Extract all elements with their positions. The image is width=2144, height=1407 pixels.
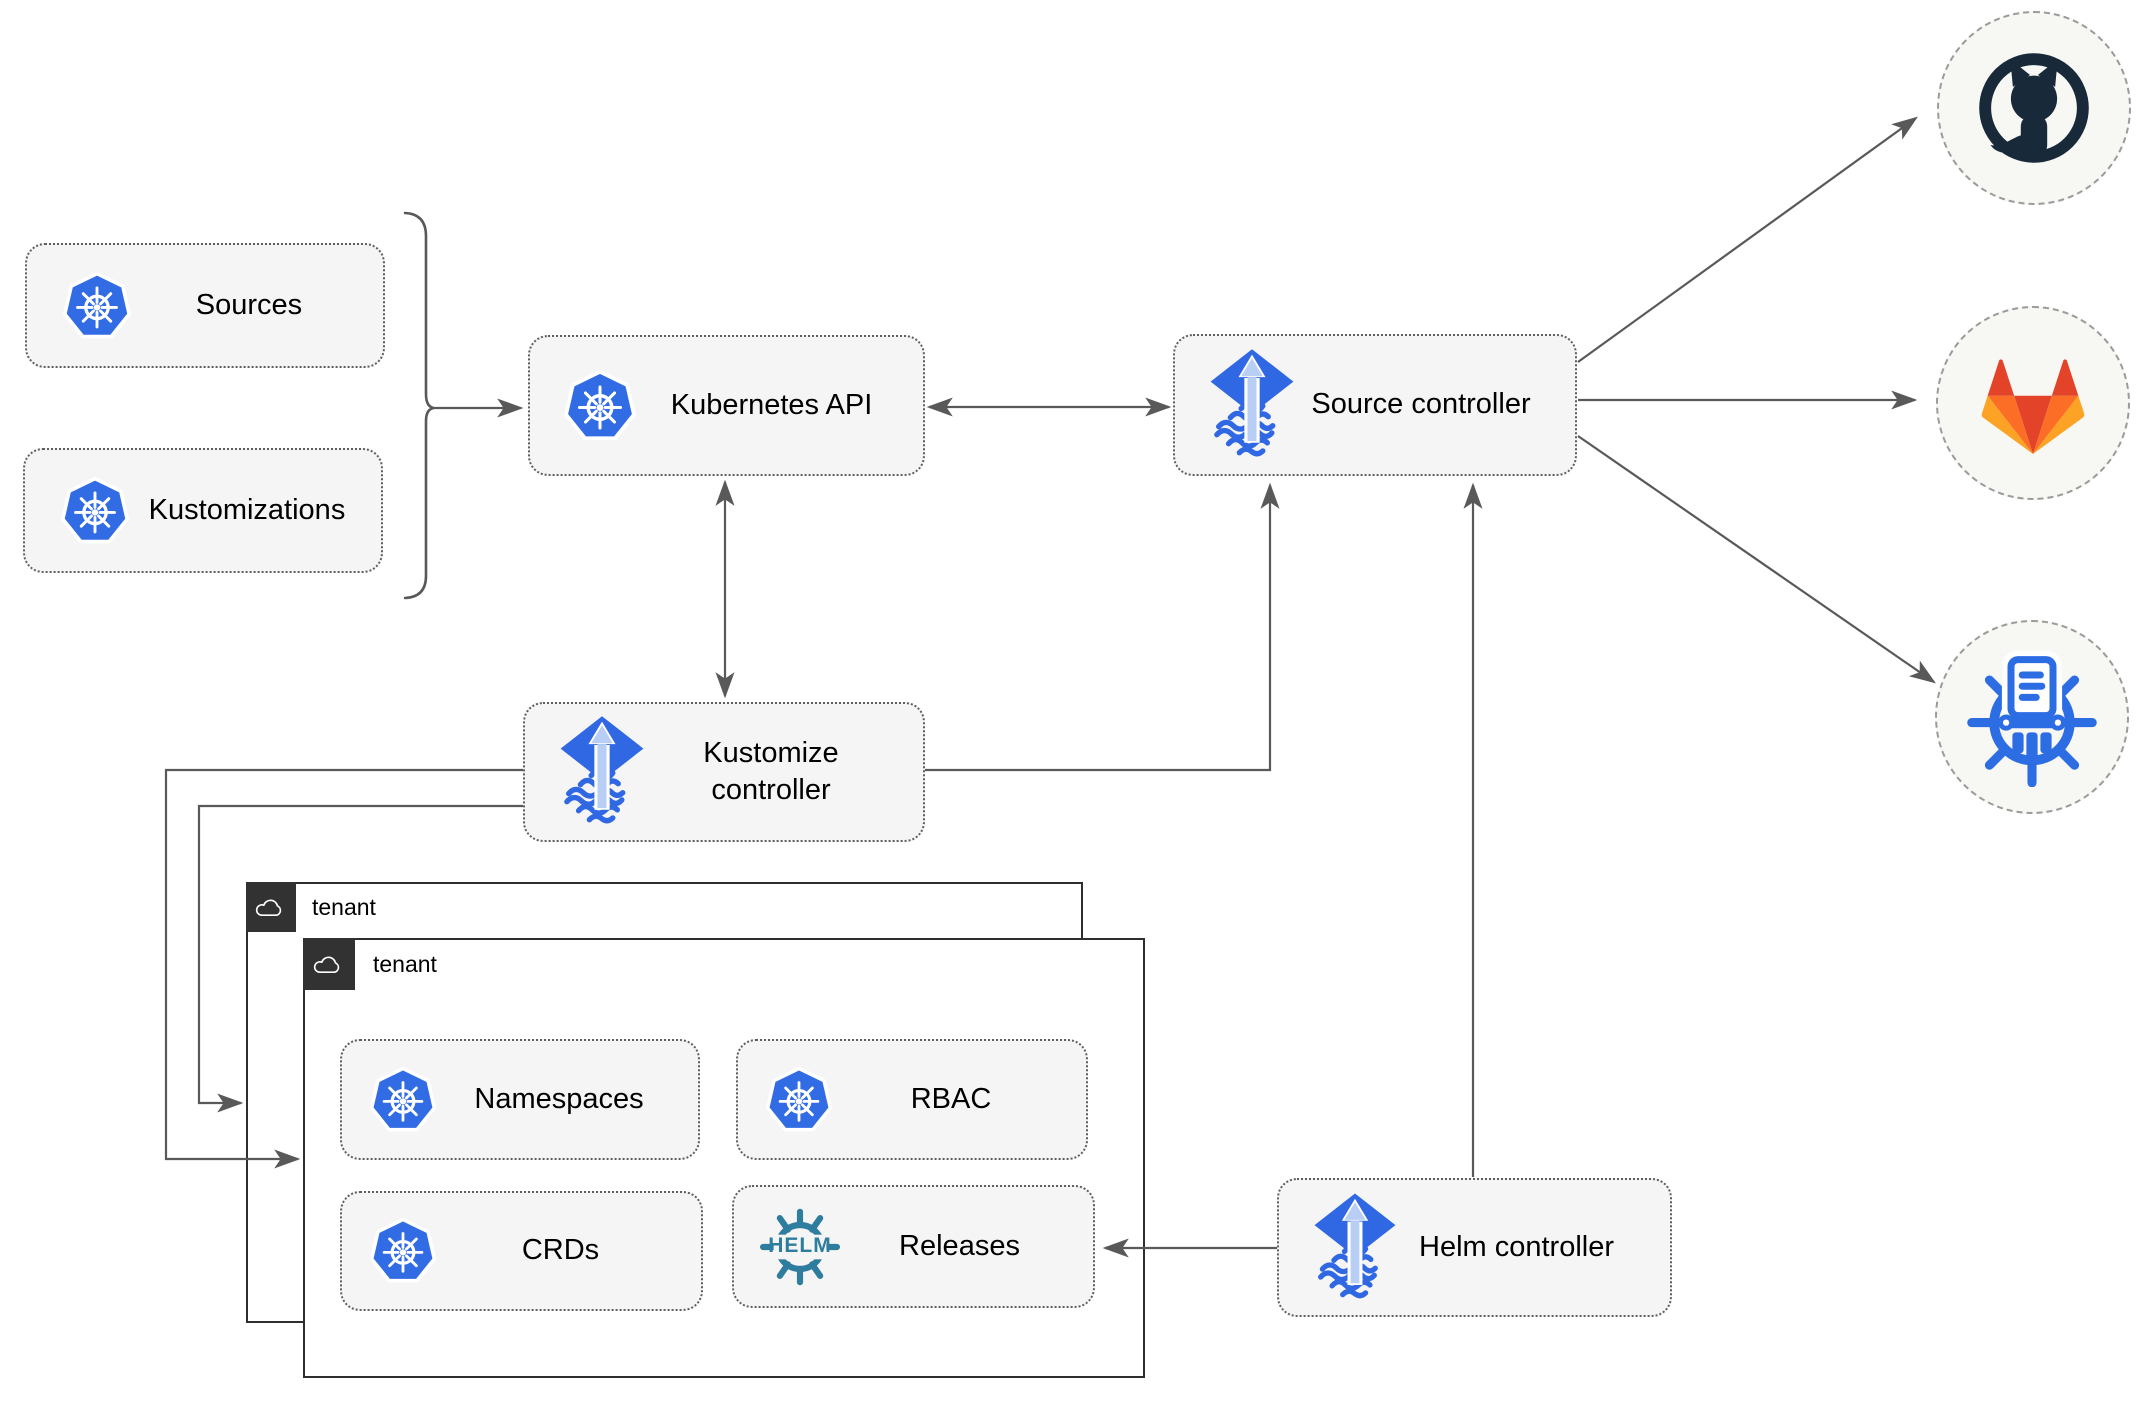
endpoint-github bbox=[1937, 11, 2131, 205]
gitlab-icon bbox=[1978, 348, 2088, 458]
edge-kustomize-controller-to-source-controller bbox=[925, 482, 1280, 772]
kubernetes-icon bbox=[368, 1215, 438, 1287]
node-label: Kubernetes API bbox=[670, 388, 873, 421]
edge-source-controller-to-github bbox=[1577, 116, 1918, 363]
node-kustomize-controller: Kustomize controller bbox=[523, 702, 925, 842]
kubernetes-icon bbox=[368, 1064, 438, 1136]
cloud-icon bbox=[253, 895, 289, 919]
tenant-back-label: tenant bbox=[312, 893, 376, 920]
node-label: Releases bbox=[899, 1229, 1020, 1262]
node-label: Kustomize controller bbox=[703, 736, 839, 806]
node-releases: HELM Releases bbox=[732, 1185, 1095, 1308]
node-kustomizations: Kustomizations bbox=[23, 448, 383, 573]
kubernetes-icon bbox=[562, 367, 638, 445]
node-label: Namespaces bbox=[474, 1082, 644, 1115]
group-brace bbox=[403, 211, 435, 600]
node-label: Sources bbox=[195, 288, 303, 321]
tenant-back-tab bbox=[246, 882, 296, 932]
tenant-front-label: tenant bbox=[373, 950, 437, 977]
kubernetes-icon bbox=[764, 1064, 834, 1136]
flux-icon bbox=[557, 714, 647, 830]
node-namespaces: Namespaces bbox=[340, 1039, 700, 1160]
helm-logo-text: HELM bbox=[768, 1233, 832, 1257]
kubernetes-icon bbox=[59, 474, 131, 548]
tenant-front-tab bbox=[303, 938, 355, 990]
node-label: Kustomizations bbox=[148, 493, 346, 526]
kubernetes-icon bbox=[61, 269, 133, 343]
github-icon bbox=[1968, 42, 2100, 174]
node-label: Helm controller bbox=[1419, 1230, 1614, 1263]
node-source-controller: Source controller bbox=[1173, 334, 1577, 476]
helm-icon: HELM bbox=[756, 1203, 844, 1291]
node-rbac: RBAC bbox=[736, 1039, 1088, 1160]
node-sources: Sources bbox=[25, 243, 385, 368]
node-crds: CRDs bbox=[340, 1191, 703, 1311]
node-label: RBAC bbox=[910, 1082, 992, 1115]
cloud-icon bbox=[311, 952, 347, 976]
node-helm-controller: Helm controller bbox=[1277, 1178, 1672, 1317]
endpoint-chartmuseum bbox=[1935, 620, 2129, 814]
node-kubernetes-api: Kubernetes API bbox=[528, 335, 925, 476]
chartmuseum-icon bbox=[1962, 647, 2102, 788]
node-label: CRDs bbox=[521, 1234, 600, 1267]
flux-icon bbox=[1311, 1191, 1399, 1305]
node-label: Source controller bbox=[1311, 388, 1531, 421]
endpoint-gitlab bbox=[1936, 306, 2130, 500]
edge-source-controller-to-chartmuseum bbox=[1577, 435, 1936, 684]
flux-icon bbox=[1207, 347, 1297, 463]
